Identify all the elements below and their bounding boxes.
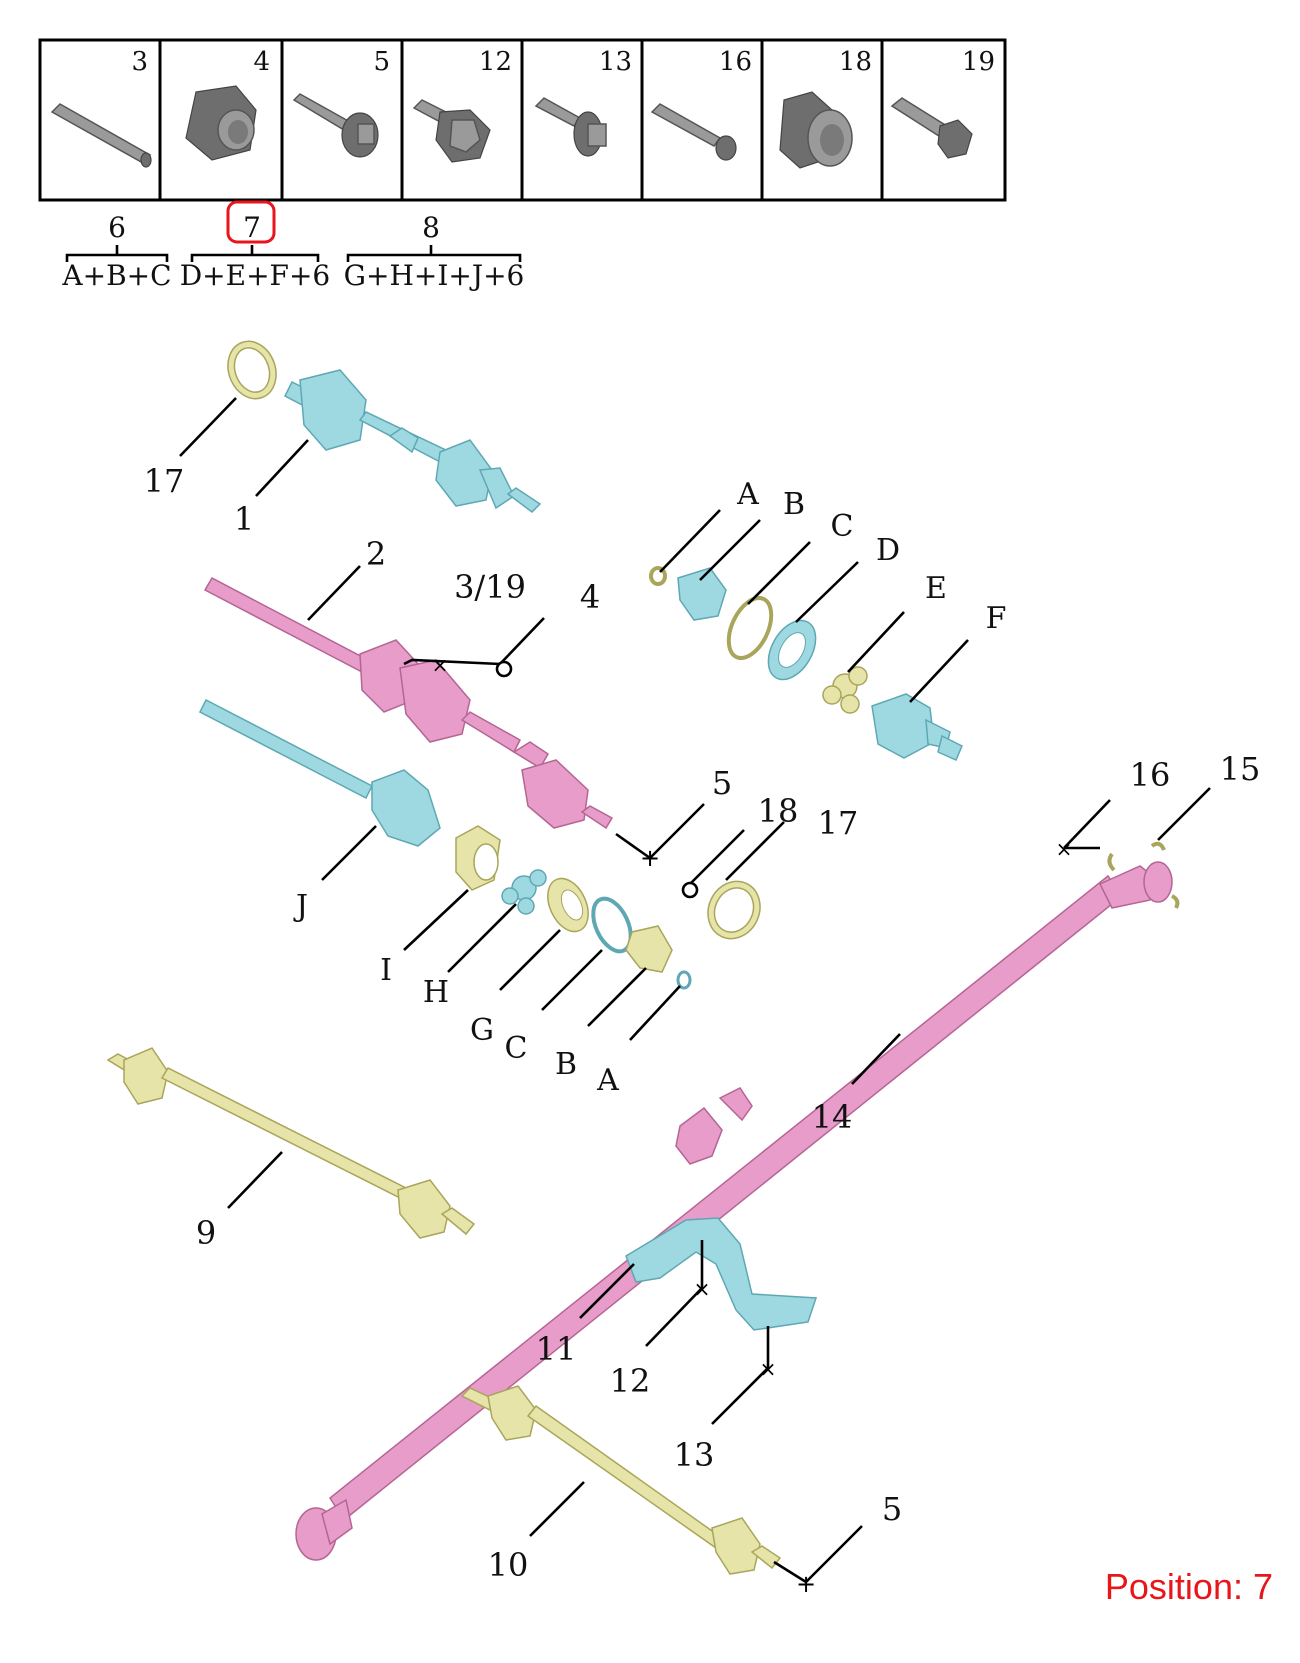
leader-lines <box>179 397 1211 1584</box>
hardware-grid: 3 4 5 12 13 16 18 19 <box>38 38 1007 202</box>
callout-h: H <box>423 975 449 1010</box>
cross-marker-icon: × <box>760 1357 777 1381</box>
grid-cell-label: 19 <box>962 47 995 77</box>
kit-6: 6 A+B+C <box>61 211 171 292</box>
part-g-ring <box>547 877 589 933</box>
kit-number: 8 <box>422 211 440 244</box>
part-e-tripod <box>822 666 868 714</box>
callout-f: F <box>986 601 1007 636</box>
callout-3-19: 3/19 <box>454 568 526 606</box>
callout-4: 4 <box>580 578 600 616</box>
kit-formula: G+H+I+J+6 <box>344 259 525 292</box>
callout-b: B <box>555 1047 577 1082</box>
plus-marker-icon: + <box>796 1570 816 1598</box>
callout-10: 10 <box>488 1546 529 1584</box>
position-label: Position: 7 <box>1105 1566 1273 1607</box>
part-2-drive-shaft <box>203 577 614 830</box>
kit-number: 6 <box>108 211 126 244</box>
pin-icon <box>50 103 152 168</box>
flange-nut-icon <box>185 85 257 161</box>
part-d-retainer <box>767 619 817 681</box>
callout-b: B <box>783 487 805 522</box>
highlight-box <box>226 200 276 244</box>
part-1-drive-shaft <box>284 369 542 513</box>
callout-5: 5 <box>882 1490 902 1528</box>
part-h-tripod <box>501 869 547 915</box>
part-b-boot <box>625 925 673 973</box>
kit-formula: A+B+C <box>61 259 171 292</box>
cross-marker-icon: × <box>432 653 449 677</box>
callout-e: E <box>925 571 947 606</box>
grid-cell-label: 12 <box>479 47 512 77</box>
callout-a: A <box>736 477 759 512</box>
grid-cell-label: 13 <box>599 47 632 77</box>
cross-marker-icon: × <box>1056 837 1073 861</box>
collar-nut-icon <box>779 91 853 169</box>
washer-bolt-icon <box>534 97 607 157</box>
kit-7: 7 D+E+F+6 <box>180 200 331 292</box>
part-17-ring <box>227 340 277 400</box>
part-c-clamp <box>591 896 633 954</box>
callout-14: 14 <box>812 1098 853 1136</box>
circle-marker-icon <box>495 660 513 678</box>
fastener-markers: × + × × × + <box>432 653 1073 1598</box>
callout-9: 9 <box>196 1214 216 1252</box>
part-f-joint <box>871 693 963 761</box>
grid-cell-label: 3 <box>131 47 148 77</box>
callout-5: 5 <box>712 764 732 802</box>
grid-cell-label: 18 <box>839 47 872 77</box>
kit-formula: D+E+F+6 <box>180 259 331 292</box>
kit-8: 8 G+H+I+J+6 <box>344 211 525 292</box>
callout-i: I <box>380 953 392 988</box>
callout-18: 18 <box>758 792 799 830</box>
part-a-clip <box>676 970 692 990</box>
circle-marker-icon <box>681 881 699 899</box>
socket-bolt-icon <box>650 103 737 161</box>
part-i-housing <box>455 825 501 891</box>
part-10-half-shaft <box>460 1385 782 1575</box>
callout-2: 2 <box>366 535 386 573</box>
flange-bolt-icon <box>890 97 973 159</box>
callout-g: G <box>470 1013 494 1048</box>
part-j-shaft <box>198 698 441 847</box>
part-a-clip <box>649 566 667 586</box>
hex-bolt-icon <box>412 99 491 163</box>
callout-13: 13 <box>674 1436 715 1474</box>
part-c-clamp <box>726 596 774 660</box>
part-14-prop-shaft <box>295 861 1173 1561</box>
callout-j: J <box>293 889 308 924</box>
callout-17: 17 <box>144 462 185 500</box>
grid-cell-label: 5 <box>373 47 390 77</box>
part-b-boot <box>677 567 727 621</box>
callout-11: 11 <box>536 1330 577 1368</box>
part-17-ring <box>707 880 761 940</box>
callout-c: C <box>831 509 854 544</box>
callout-a: A <box>596 1063 619 1098</box>
callout-12: 12 <box>610 1362 651 1400</box>
callout-16: 16 <box>1130 756 1171 794</box>
plus-marker-icon: + <box>640 844 660 872</box>
callout-labels: 17 1 2 3/19 4 A B C D E F 5 18 17 16 15 … <box>144 462 1261 1584</box>
callout-15: 15 <box>1220 750 1261 788</box>
part-15-clips <box>1107 841 1180 909</box>
washer-bolt-icon <box>292 93 379 158</box>
part-9-half-shaft <box>106 1047 476 1239</box>
callout-17: 17 <box>818 804 859 842</box>
grid-cell-label: 16 <box>719 47 752 77</box>
kit-number: 7 <box>243 211 261 244</box>
grid-cell-label: 4 <box>253 47 270 77</box>
callout-c: C <box>505 1031 528 1066</box>
callout-1: 1 <box>234 500 254 538</box>
kit-legend: 6 A+B+C 7 D+E+F+6 8 G+H+I+J+6 <box>61 200 525 292</box>
cross-marker-icon: × <box>694 1277 711 1301</box>
part-11-bracket <box>625 1217 818 1331</box>
callout-d: D <box>876 533 900 568</box>
